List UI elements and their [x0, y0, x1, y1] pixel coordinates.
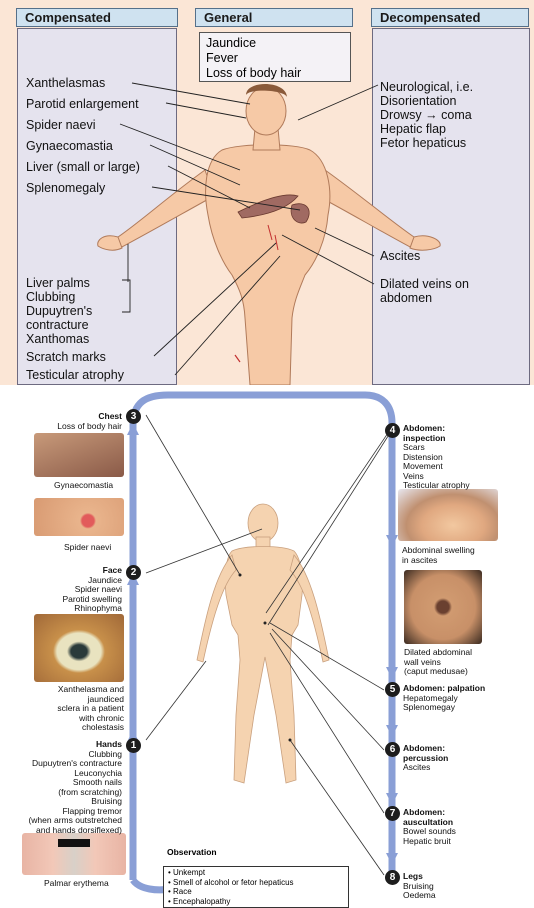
label-xanthelasmas: Xanthelasmas [26, 76, 105, 90]
observation-item: • Unkempt [168, 868, 344, 878]
photo-abdominal-veins [404, 570, 482, 644]
observation-title: Observation [167, 847, 217, 857]
label-abdomen: abdomen [380, 291, 432, 305]
label-contracture: contracture [26, 318, 89, 332]
label-fetor: Fetor hepaticus [380, 136, 466, 150]
step-number-3: 3 [126, 409, 141, 424]
caption-spider-naevi: Spider naevi [64, 543, 111, 553]
observation-item: • Race [168, 887, 344, 897]
label-drowsy: Drowsy → coma [380, 108, 472, 122]
label-ascites: Ascites [380, 249, 420, 263]
observation-box: • Unkempt • Smell of alcohol or fetor he… [163, 866, 349, 908]
label-hepatic-flap: Hepatic flap [380, 122, 446, 136]
label-dilated-veins: Dilated veins on [380, 277, 469, 291]
label-xanthomas: Xanthomas [26, 332, 89, 346]
bottom-panel: Gynaecomastia Spider naevi Xanthelasma a… [0, 385, 534, 898]
caption-palmar-erythema: Palmar erythema [44, 879, 109, 889]
top-panel: Compensated General Decompensated Jaundi… [0, 0, 534, 385]
observation-item: • Smell of alcohol or fetor hepaticus [168, 878, 344, 888]
photo-gynaecomastia [34, 433, 124, 477]
step-number-1: 1 [126, 738, 141, 753]
step-number-2: 2 [126, 565, 141, 580]
label-parotid: Parotid enlargement [26, 97, 139, 111]
photo-spider-naevi [34, 498, 124, 536]
step-number-8: 8 [385, 870, 400, 885]
step-number-6: 6 [385, 742, 400, 757]
photo-abdominal-swelling [398, 489, 498, 541]
label-spider-naevi: Spider naevi [26, 118, 96, 132]
photo-palmar-erythema [22, 833, 126, 875]
label-disorientation: Disorientation [380, 94, 456, 108]
label-liver: Liver (small or large) [26, 160, 140, 174]
label-gynaecomastia: Gynaecomastia [26, 139, 113, 153]
step-number-5: 5 [385, 682, 400, 697]
label-scratch-marks: Scratch marks [26, 350, 106, 364]
label-neurological: Neurological, i.e. [380, 80, 473, 94]
step-abdomen-percussion-label: Abdomen:percussion Ascites [403, 744, 448, 773]
caption-gynaecomastia: Gynaecomastia [54, 481, 113, 491]
step-number-4: 4 [385, 423, 400, 438]
label-clubbing: Clubbing [26, 290, 75, 304]
label-dupuytren: Dupuytren's [26, 304, 92, 318]
label-testicular-atrophy: Testicular atrophy [26, 368, 124, 382]
label-splenomegaly: Splenomegaly [26, 181, 105, 195]
step-number-7: 7 [385, 806, 400, 821]
photo-xanthelasma [34, 614, 124, 682]
label-liver-palms: Liver palms [26, 276, 90, 290]
